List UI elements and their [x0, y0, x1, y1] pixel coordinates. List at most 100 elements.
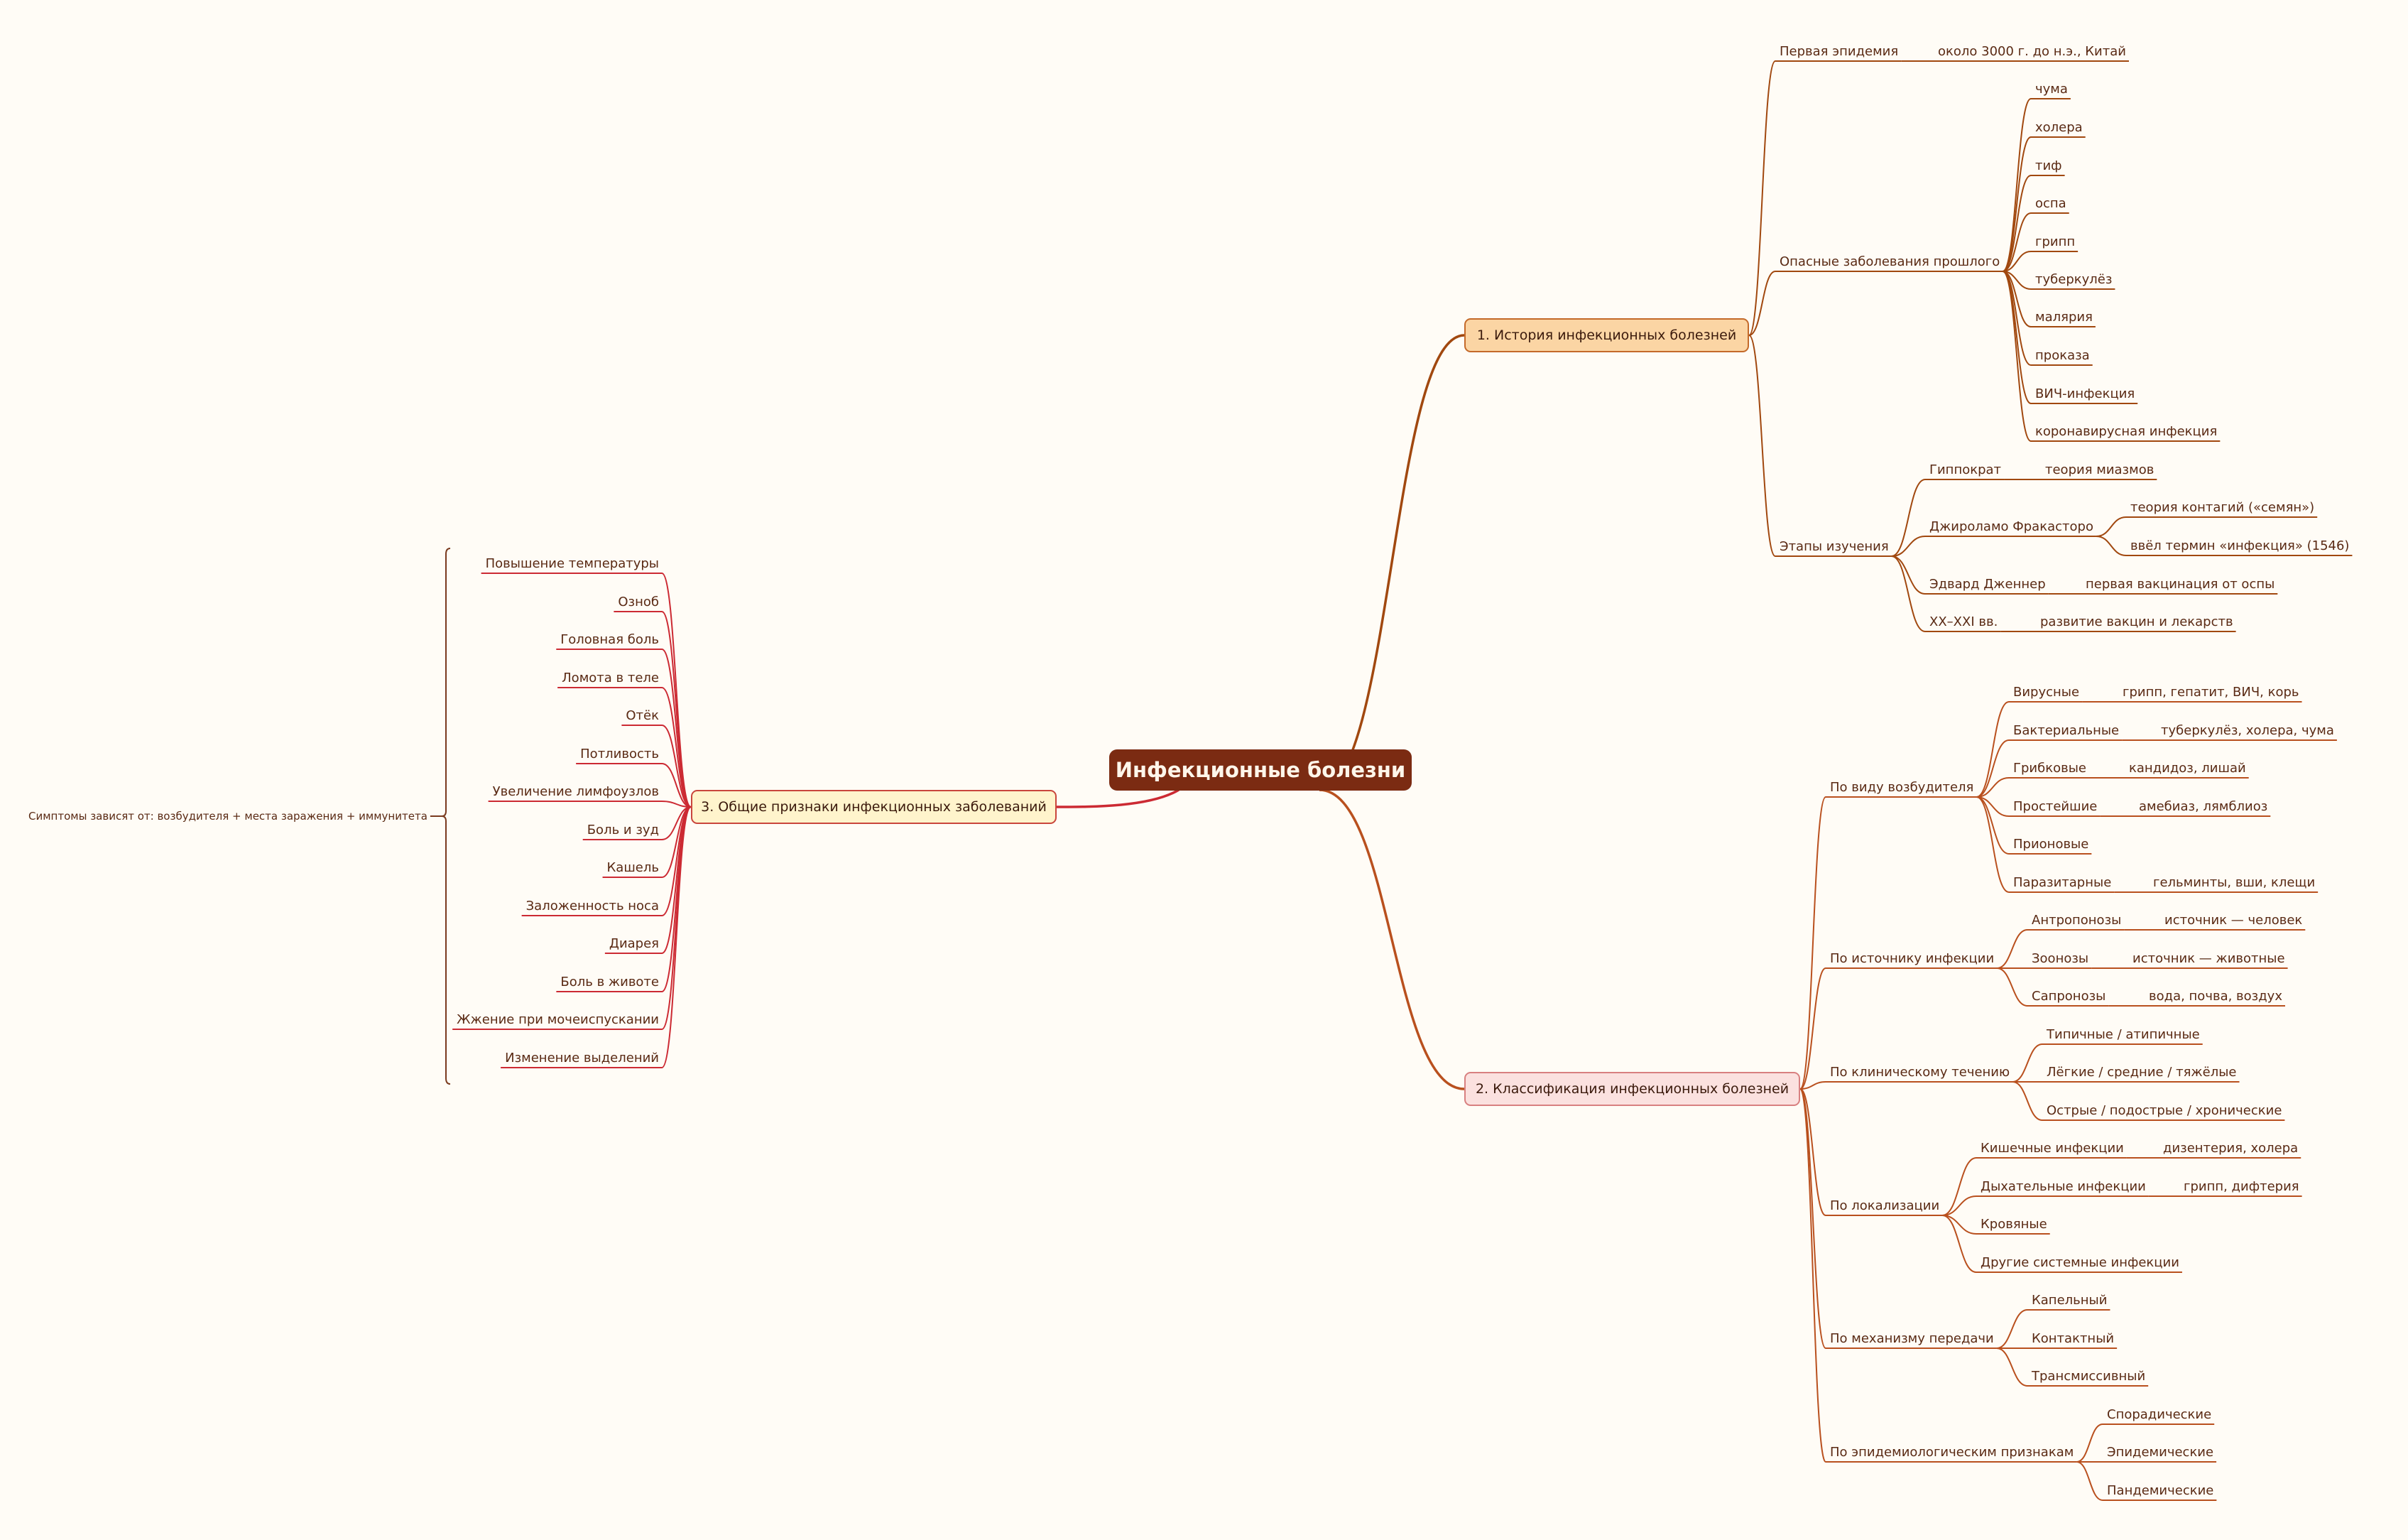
loc-blood[interactable]: Кровяные — [1981, 1217, 2047, 1232]
course-item[interactable]: Лёгкие / средние / тяжёлые — [2047, 1065, 2237, 1080]
pathogen-fungal[interactable]: Грибковые — [2013, 761, 2086, 776]
stage-modern-value[interactable]: развитие вакцин и лекарств — [2040, 614, 2233, 629]
source-anthroponoses-value[interactable]: источник — человек — [2164, 913, 2303, 928]
disease-item[interactable]: чума — [2035, 82, 2068, 97]
stage-jenner[interactable]: Эдвард Дженнер — [1929, 577, 2046, 592]
symptoms-summary[interactable]: Симптомы зависят от: возбудителя + места… — [28, 810, 427, 823]
branch-classification[interactable]: 2. Классификация инфекционных болезней — [1464, 1072, 1800, 1106]
symptom-item[interactable]: Боль и зуд — [587, 823, 659, 837]
symptom-item[interactable]: Ломота в теле — [562, 671, 659, 685]
symptom-item[interactable]: Озноб — [618, 595, 659, 609]
stage-hippocrates-value[interactable]: теория миазмов — [2045, 462, 2154, 477]
topic-by-pathogen[interactable]: По виду возбудителя — [1830, 780, 1974, 795]
disease-item[interactable]: оспа — [2035, 196, 2066, 211]
disease-item[interactable]: туберкулёз — [2035, 272, 2113, 287]
source-zoonoses-value[interactable]: источник — животные — [2132, 951, 2285, 966]
symptom-item[interactable]: Изменение выделений — [505, 1051, 659, 1065]
connector — [661, 649, 692, 808]
symptom-item[interactable]: Диарея — [609, 936, 659, 951]
connector — [1799, 967, 1826, 1090]
transmission-item[interactable]: Капельный — [2032, 1293, 2108, 1308]
topic-by-source[interactable]: По источнику инфекции — [1830, 951, 1995, 966]
stage-fracastoro-term[interactable]: ввёл термин «инфекция» (1546) — [2130, 538, 2350, 553]
connector — [1748, 335, 1776, 557]
pathogen-bacterial-examples[interactable]: туберкулёз, холера, чума — [2161, 723, 2334, 738]
branch-history[interactable]: 1. История инфекционных болезней — [1464, 318, 1749, 352]
symptom-item[interactable]: Увеличение лимфоузлов — [492, 784, 659, 799]
transmission-item[interactable]: Контактный — [2032, 1331, 2115, 1346]
transmission-item[interactable]: Трансмиссивный — [2032, 1369, 2146, 1384]
stage-hippocrates[interactable]: Гиппократ — [1929, 462, 2002, 477]
pathogen-viral[interactable]: Вирусные — [2013, 685, 2080, 700]
source-anthroponoses[interactable]: Антропонозы — [2032, 913, 2122, 928]
connector — [2096, 536, 2127, 556]
pathogen-protozoa[interactable]: Простейшие — [2013, 799, 2098, 814]
symptom-item[interactable]: Потливость — [580, 747, 659, 761]
connector — [1748, 271, 1776, 336]
topic-by-course[interactable]: По клиническому течению — [1830, 1065, 2010, 1080]
disease-item[interactable]: холера — [2035, 120, 2083, 135]
topic-first-epidemic-value[interactable]: около 3000 г. до н.э., Китай — [1938, 44, 2126, 59]
pathogen-viral-examples[interactable]: грипп, гепатит, ВИЧ, корь — [2123, 685, 2299, 700]
root-topic[interactable]: Инфекционные болезни — [1109, 749, 1412, 791]
disease-item[interactable]: малярия — [2035, 310, 2093, 325]
loc-respiratory[interactable]: Дыхательные инфекции — [1981, 1179, 2146, 1194]
pathogen-parasitic-examples[interactable]: гельминты, вши, клещи — [2153, 875, 2316, 890]
loc-respiratory-examples[interactable]: грипп, дифтерия — [2184, 1179, 2299, 1194]
connector — [1976, 777, 2010, 798]
symptom-item[interactable]: Заложенность носа — [525, 899, 659, 913]
source-zoonoses[interactable]: Зоонозы — [2032, 951, 2089, 966]
symptom-item[interactable]: Жжение при мочеиспускании — [457, 1012, 659, 1027]
loc-intestinal-examples[interactable]: дизентерия, холера — [2163, 1141, 2299, 1156]
stage-fracastoro-theory[interactable]: теория контагий («семян») — [2130, 500, 2315, 515]
connector — [1748, 60, 1776, 336]
symptom-item[interactable]: Боль в животе — [560, 975, 659, 989]
connector — [1891, 555, 1926, 632]
pathogen-fungal-examples[interactable]: кандидоз, лишай — [2129, 761, 2246, 776]
stage-jenner-value[interactable]: первая вакцинация от оспы — [2086, 577, 2275, 592]
summary-bracket — [441, 548, 451, 1085]
source-sapronoses[interactable]: Сапронозы — [2032, 989, 2106, 1004]
source-sapronoses-value[interactable]: вода, почва, воздух — [2149, 989, 2282, 1004]
connector — [2002, 212, 2032, 272]
topic-study-stages[interactable]: Этапы изучения — [1780, 539, 1889, 554]
topic-by-localization[interactable]: По локализации — [1830, 1198, 1940, 1213]
pathogen-parasitic[interactable]: Паразитарные — [2013, 875, 2112, 890]
stage-modern[interactable]: XX–XXI вв. — [1929, 614, 1998, 629]
branch-symptoms[interactable]: 3. Общие признаки инфекционных заболеван… — [691, 790, 1057, 824]
pathogen-bacterial[interactable]: Бактериальные — [2013, 723, 2120, 738]
stage-fracastoro[interactable]: Джироламо Фракасторо — [1929, 519, 2093, 534]
symptom-item[interactable]: Кашель — [606, 860, 659, 875]
course-item[interactable]: Острые / подострые / хронические — [2047, 1103, 2282, 1118]
disease-item[interactable]: коронавирусная инфекция — [2035, 424, 2218, 439]
pathogen-prion[interactable]: Прионовые — [2013, 837, 2089, 852]
epidemiology-item[interactable]: Пандемические — [2107, 1483, 2214, 1498]
disease-item[interactable]: грипп — [2035, 234, 2076, 249]
symptom-item[interactable]: Отёк — [626, 708, 659, 723]
connector — [661, 725, 692, 808]
loc-systemic[interactable]: Другие системные инфекции — [1981, 1255, 2179, 1270]
pathogen-protozoa-examples[interactable]: амебиаз, лямблиоз — [2139, 799, 2268, 814]
disease-item[interactable]: тиф — [2035, 158, 2062, 173]
connector — [2076, 1424, 2103, 1463]
epidemiology-item[interactable]: Спорадические — [2107, 1407, 2212, 1422]
disease-item[interactable]: ВИЧ-инфекция — [2035, 386, 2135, 401]
connector — [1799, 1081, 1826, 1090]
symptom-item[interactable]: Головная боль — [560, 632, 659, 647]
symptom-item[interactable]: Повышение температуры — [485, 556, 659, 571]
connector — [661, 806, 692, 840]
course-item[interactable]: Типичные / атипичные — [2047, 1027, 2200, 1042]
connector — [661, 801, 692, 808]
disease-item[interactable]: проказа — [2035, 348, 2090, 363]
connector — [2002, 136, 2032, 272]
topic-by-epidemiology[interactable]: По эпидемиологическим признакам — [1830, 1445, 2074, 1460]
topic-dangerous-diseases[interactable]: Опасные заболевания прошлого — [1780, 254, 2000, 269]
topic-first-epidemic[interactable]: Первая эпидемия — [1780, 44, 1899, 59]
connector — [661, 806, 692, 992]
loc-intestinal[interactable]: Кишечные инфекции — [1981, 1141, 2124, 1156]
connector — [2076, 1461, 2103, 1501]
topic-by-transmission[interactable]: По механизму передачи — [1830, 1331, 1994, 1346]
epidemiology-item[interactable]: Эпидемические — [2107, 1445, 2214, 1460]
